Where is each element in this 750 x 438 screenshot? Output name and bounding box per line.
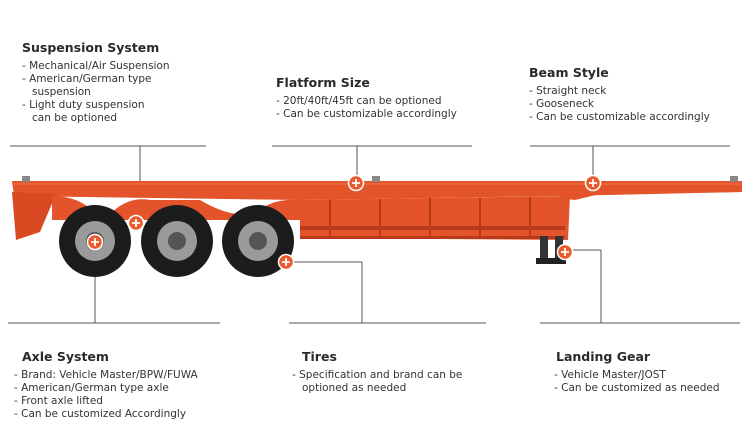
suspension-line: - Mechanical/Air Suspension [22, 60, 170, 72]
axle-line: - Front axle lifted [14, 395, 103, 407]
plus-circle-icon[interactable] [584, 174, 602, 192]
suspension-system-block: Suspension System - Mechanical/Air Suspe… [22, 40, 170, 125]
platform-size-title: Flatform Size [276, 75, 370, 90]
tires-line: - Specification and brand can be [292, 369, 463, 381]
suspension-line: - American/German type [22, 73, 152, 85]
plus-circle-icon[interactable] [347, 174, 365, 192]
axle-line: - American/German type axle [14, 382, 169, 394]
wheel-3 [222, 205, 294, 277]
beam-style-title: Beam Style [529, 65, 609, 80]
landing-line: - Can be customized as needed [554, 382, 720, 394]
beam-style-block: Beam Style - Straight neck - Gooseneck -… [529, 65, 710, 124]
plus-circle-icon[interactable] [277, 253, 295, 271]
suspension-system-title: Suspension System [22, 40, 160, 55]
axle-line: - Can be customized Accordingly [14, 408, 187, 420]
landing-line: - Vehicle Master/JOST [554, 369, 666, 381]
wheel-2 [141, 205, 213, 277]
leader-lines [8, 145, 740, 324]
plus-markers [86, 174, 602, 271]
platform-line: - 20ft/40ft/45ft can be optioned [276, 95, 442, 107]
plus-circle-icon[interactable] [127, 214, 145, 232]
tires-title: Tires [302, 349, 337, 364]
platform-size-block: Flatform Size - 20ft/40ft/45ft can be op… [276, 75, 457, 121]
beam-line: - Straight neck [529, 85, 607, 97]
axle-system-block: Axle System - Brand: Vehicle Master/BPW/… [14, 349, 198, 421]
beam-line: - Can be customizable accordingly [529, 111, 710, 123]
suspension-line: can be optioned [32, 112, 117, 124]
axle-line: - Brand: Vehicle Master/BPW/FUWA [14, 369, 198, 381]
platform-line: - Can be customizable accordingly [276, 108, 457, 120]
landing-gear-block: Landing Gear - Vehicle Master/JOST - Can… [554, 349, 720, 395]
suspension-line: suspension [32, 86, 91, 98]
plus-circle-icon[interactable] [86, 233, 104, 251]
tires-line: optioned as needed [302, 382, 407, 394]
beam-line: - Gooseneck [529, 98, 595, 110]
axle-system-title: Axle System [22, 349, 109, 364]
landing-gear-title: Landing Gear [556, 349, 651, 364]
suspension-line: - Light duty suspension [22, 99, 145, 111]
tires-block: Tires - Specification and brand can be o… [292, 349, 462, 395]
plus-circle-icon[interactable] [556, 243, 574, 261]
